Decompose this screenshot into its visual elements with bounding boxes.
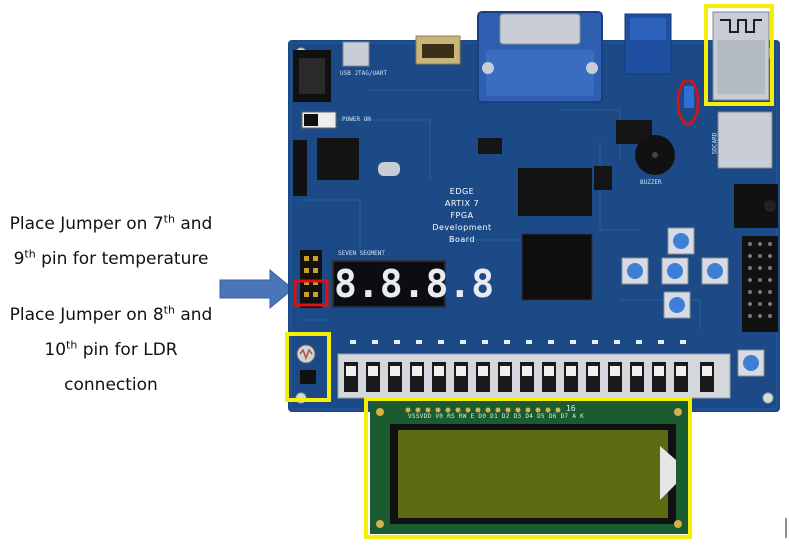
micro-usb-port [342, 41, 370, 67]
wifi-highlight-box [704, 4, 774, 106]
brand-line: FPGA [450, 211, 474, 220]
seven-segment-display: 8.8.8.8 [332, 260, 495, 308]
sdcard-label: SDCARD [711, 132, 719, 155]
lcd-highlight-box [364, 397, 692, 539]
ldr-note-line-2: 10th pin for LDR [44, 338, 178, 360]
ldr-note-line-3: connection [64, 375, 158, 395]
ldr-sensor [296, 344, 316, 384]
temperature-jumper-note: Place Jumper on 7th and 9th pin for temp… [0, 207, 222, 277]
brand-line: Development [432, 223, 492, 232]
left-pin-header [293, 140, 307, 196]
usb-jtag-label: USB JTAG/UART [340, 70, 387, 77]
ldr-jumper-note: Place Jumper on 8th and 10th pin for LDR… [0, 298, 222, 403]
lcd-module [370, 402, 688, 534]
lcd-pin-labels: VSSVDD V0 RS RW E D0 D1 D2 D3 D4 D5 D6 D… [408, 413, 585, 420]
ldr-note-line-1: Place Jumper on 8th and [9, 303, 213, 325]
temperature-note-line-2: 9th pin for temperature [13, 247, 209, 269]
pointer-arrow [219, 268, 294, 310]
brand-line: Board [448, 235, 475, 244]
slide-switch-row [337, 353, 731, 399]
sd-card-slot [717, 111, 773, 169]
usb-jtag-chip [317, 138, 359, 180]
jumper-highlight-box [293, 279, 329, 307]
temperature-note-line-1: Place Jumper on 7th and [9, 212, 213, 234]
board-brand-text: EDGE ARTIX 7 FPGA Development Board [432, 186, 492, 246]
push-buttons [621, 227, 765, 377]
seven-segment-label: SEVEN SEGMENT [338, 250, 385, 257]
power-on-label: POWER ON [342, 116, 371, 123]
pcb-board [288, 40, 780, 412]
brand-line: EDGE [449, 187, 475, 196]
blue-jumper [684, 86, 694, 108]
lcd-pin-16-label: 16 [566, 404, 576, 413]
ldr-highlight-box [285, 332, 331, 402]
jumper-highlight-ellipse [676, 78, 700, 126]
fpga-chip [522, 234, 592, 300]
brand-line: ARTIX 7 [444, 199, 480, 208]
sdram-chip [518, 168, 592, 216]
buzzer-label: BUZZER [640, 179, 662, 186]
adc-dac-header [300, 250, 322, 308]
